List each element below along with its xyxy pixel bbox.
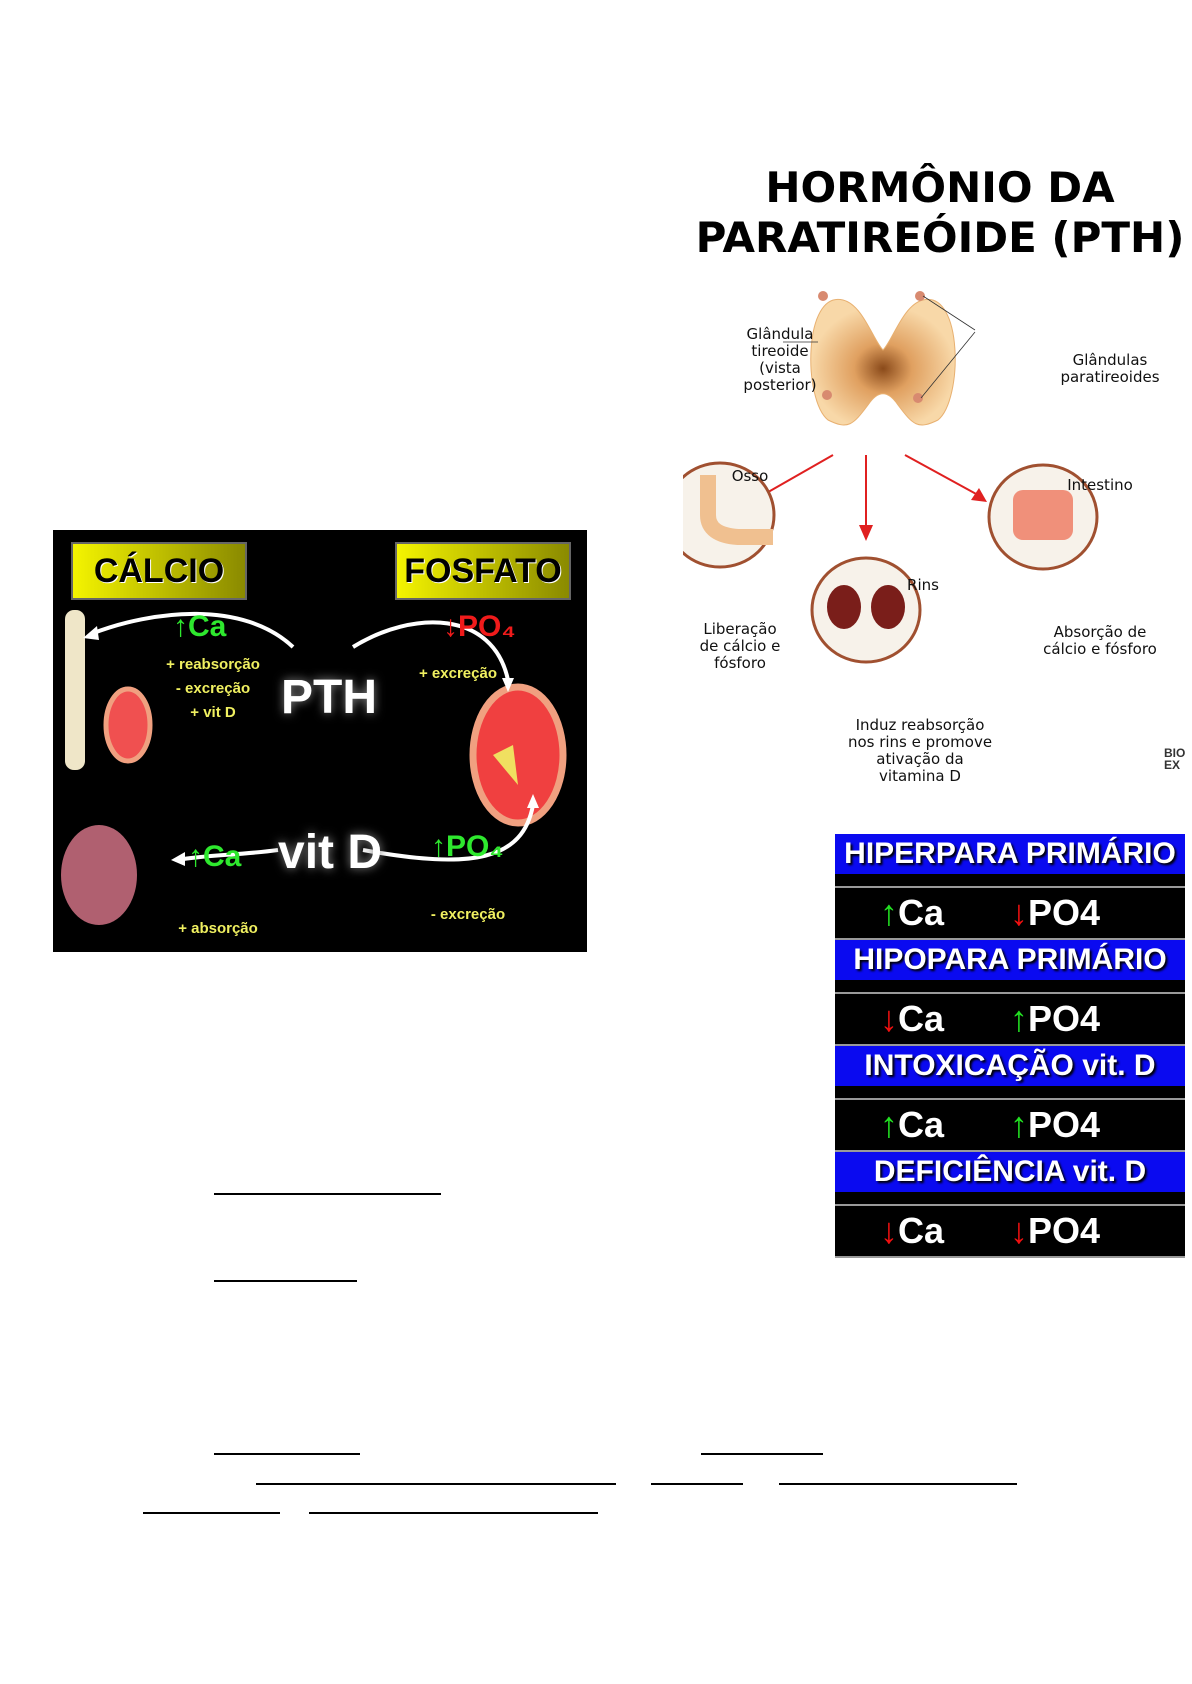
bone-effect-3: + vit D [190, 704, 236, 721]
condition-values: ↑Ca ↓PO4 [835, 886, 1185, 940]
ca-up-bottom: ↑Ca [188, 840, 242, 873]
kidney-caption: Induz reabsorção nos rins e promove ativ… [847, 716, 993, 785]
calcio-label: CÁLCIO [71, 542, 247, 600]
kidney-effect: + excreção [419, 665, 497, 682]
po4-down-top: ↓PO₄ [443, 610, 516, 643]
condition-name: INTOXICAÇÃO vit. D [835, 1046, 1185, 1098]
ca-up-top: ↑Ca [173, 610, 227, 643]
condition-row: HIPOPARA PRIMÁRIO ↓Ca ↑PO4 [835, 940, 1185, 1046]
parathyroid-icon [818, 291, 828, 301]
conditions-table: HIPERPARA PRIMÁRIO ↑Ca ↓PO4 HIPOPARA PRI… [835, 834, 1185, 1258]
bone-title: Osso [731, 467, 769, 485]
po4-value: PO4 [1028, 1104, 1101, 1145]
vitd-label: vit D [278, 826, 383, 879]
blank-line [214, 1280, 357, 1282]
fosfato-label: FOSFATO [395, 542, 571, 600]
ca-value: Ca [898, 998, 945, 1039]
blank-line [701, 1453, 823, 1455]
intestine-caption: Absorção de cálcio e fósforo [1043, 623, 1157, 658]
arrow-down-icon: ↓ [880, 1210, 898, 1251]
condition-row: HIPERPARA PRIMÁRIO ↑Ca ↓PO4 [835, 834, 1185, 940]
arrow-up-icon: ↑ [880, 1104, 898, 1145]
pth-illustration [683, 291, 1099, 664]
condition-values: ↓Ca ↑PO4 [835, 992, 1185, 1046]
condition-name: HIPERPARA PRIMÁRIO [835, 834, 1185, 886]
bone-effect-1: + reabsorção [166, 656, 260, 673]
condition-values: ↓Ca ↓PO4 [835, 1204, 1185, 1258]
watermark-logo: BIO EX [1164, 747, 1186, 771]
condition-name: DEFICIÊNCIA vit. D [835, 1152, 1185, 1204]
arrow-to-intestine [904, 454, 979, 496]
parathyroid-icon [915, 291, 925, 301]
arrow-down-icon: ↓ [880, 998, 898, 1039]
blank-line [309, 1512, 598, 1514]
blank-line [779, 1483, 1017, 1485]
title-line-1: HORMÔNIO DA [765, 163, 1115, 212]
condition-values: ↑Ca ↑PO4 [835, 1098, 1185, 1152]
arrow-down-icon: ↓ [1010, 892, 1028, 933]
kidney-circle-icon [810, 556, 922, 664]
bone-icon [65, 610, 85, 770]
parathyroid-icon [913, 393, 923, 403]
parathyroid-label: Glândulas paratireoides [1060, 351, 1160, 386]
blank-line [651, 1483, 743, 1485]
blank-line [143, 1512, 280, 1514]
thyroid-gland-icon [810, 299, 956, 426]
arrow-pth-to-kidney [351, 620, 510, 681]
arrow-up-icon: ↑ [880, 892, 898, 933]
arrow-to-bone [762, 454, 834, 496]
po4-bottom-effect: - excreção [430, 906, 506, 923]
po4-value: PO4 [1028, 892, 1101, 933]
blank-line [214, 1453, 360, 1455]
ca-value: Ca [898, 892, 945, 933]
thyroid-label: Glândula tireoide (vista posterior) [743, 325, 817, 394]
condition-row: DEFICIÊNCIA vit. D ↓Ca ↓PO4 [835, 1152, 1185, 1258]
pth-label: PTH [281, 671, 377, 724]
cycle-arrows [61, 610, 567, 925]
intestine-effect: + absorção [178, 920, 258, 937]
bone-effect-2: - excreção [175, 680, 251, 697]
arrow-up-icon: ↑ [1010, 1104, 1028, 1145]
arrow-vitd-to-kidney [362, 804, 535, 862]
po4-up-bottom: ↑PO₄ [431, 830, 504, 863]
po4-value: PO4 [1028, 998, 1101, 1039]
kidney-title: Rins [907, 576, 939, 594]
kidney-large-icon [469, 683, 567, 827]
ca-value: Ca [898, 1210, 945, 1251]
kidney-small-icon [103, 686, 153, 764]
arrow-vitd-to-intestine [177, 848, 279, 862]
title-line-2: PARATIREÓIDE (PTH) [695, 213, 1185, 262]
intestine-icon [61, 825, 137, 925]
condition-name: HIPOPARA PRIMÁRIO [835, 940, 1185, 992]
blank-line [256, 1483, 616, 1485]
blank-line [214, 1193, 441, 1195]
arrow-up-icon: ↑ [1010, 998, 1028, 1039]
arrow-pth-to-bone [90, 611, 295, 649]
condition-row: INTOXICAÇÃO vit. D ↑Ca ↑PO4 [835, 1046, 1185, 1152]
parathyroid-icon [822, 390, 832, 400]
pth-title: HORMÔNIO DA PARATIREÓIDE (PTH) [690, 163, 1190, 263]
po4-value: PO4 [1028, 1210, 1101, 1251]
intestine-title: Intestino [1067, 476, 1133, 494]
arrow-down-icon: ↓ [1010, 1210, 1028, 1251]
ca-value: Ca [898, 1104, 945, 1145]
calcium-phosphate-cycle-diagram: CÁLCIO FOSFATO ↑Ca ↓PO₄ + reabsorção - e… [53, 530, 587, 952]
bone-caption: Liberação de cálcio e fósforo [699, 620, 781, 672]
